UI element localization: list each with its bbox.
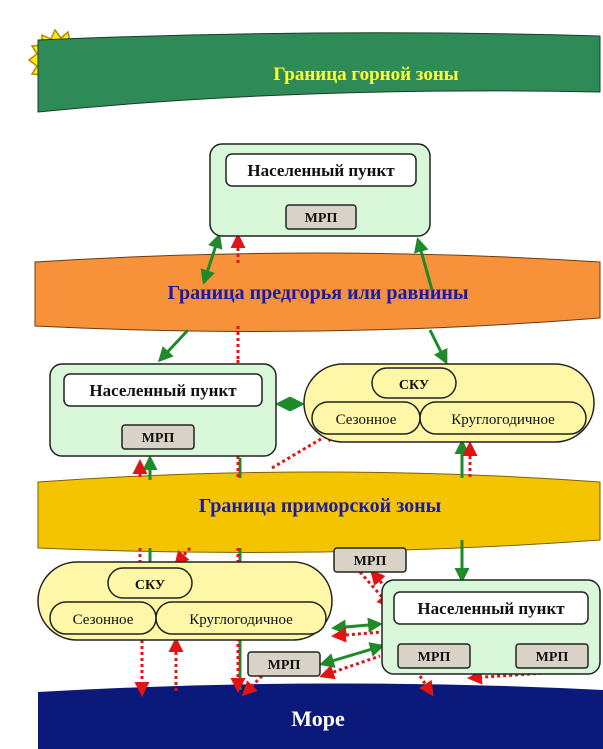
mrp-badge bbox=[397, 643, 471, 669]
sea-label: Море bbox=[291, 706, 345, 731]
coastal-band bbox=[37, 471, 601, 553]
green-arrow bbox=[200, 233, 223, 285]
green-arrow bbox=[319, 642, 385, 668]
red-arrow bbox=[331, 627, 383, 643]
green-arrow bbox=[414, 237, 434, 291]
green-arrow bbox=[331, 617, 383, 635]
mrp-label: МРП bbox=[536, 650, 569, 665]
red-arrow bbox=[319, 654, 381, 680]
sku-year-round: Круглогодичное bbox=[451, 412, 555, 428]
mountain-zone-label: Граница горной зоны bbox=[273, 64, 458, 85]
green-arrow bbox=[428, 329, 448, 365]
foothill-band bbox=[34, 252, 601, 332]
mrp-label: МРП bbox=[418, 650, 451, 665]
mrp-floating-top: МРП bbox=[333, 547, 407, 573]
green-arrow bbox=[157, 328, 190, 363]
sku-seasonal: Сезонное bbox=[73, 612, 134, 628]
mrp-label: МРП bbox=[354, 554, 387, 569]
mrp-badge bbox=[515, 643, 589, 669]
mountain-zone-band bbox=[37, 32, 601, 113]
sku-title: СКУ bbox=[135, 578, 165, 593]
mrp-badge bbox=[121, 424, 195, 450]
settlement-title: Населенный пункт bbox=[89, 381, 237, 400]
settlement-top: Населенный пункт МРП bbox=[209, 143, 431, 237]
sea-band bbox=[38, 683, 603, 749]
sku-year-round: Круглогодичное bbox=[189, 612, 293, 628]
mrp-label: МРП bbox=[268, 658, 301, 673]
sku-bottom-left: СКУ Сезонное Круглогодичное bbox=[37, 561, 333, 641]
settlement-middle-left: Населенный пункт МРП bbox=[49, 363, 277, 457]
mrp-label: МРП bbox=[305, 211, 338, 226]
sku-middle-right: СКУ Сезонное Круглогодичное bbox=[303, 363, 595, 443]
settlement-title: Населенный пункт bbox=[247, 161, 395, 180]
sku-seasonal: Сезонное bbox=[336, 412, 397, 428]
mrp-badge bbox=[285, 204, 357, 230]
settlement-bottom-right: Населенный пункт МРП МРП bbox=[381, 579, 601, 675]
foothill-band-label: Граница предгорья или равнины bbox=[167, 282, 468, 304]
red-arrow bbox=[241, 674, 264, 697]
sku-title: СКУ bbox=[399, 378, 429, 393]
mrp-label: МРП bbox=[142, 431, 175, 446]
settlement-title: Населенный пункт bbox=[417, 599, 565, 618]
mrp-floating-bottom: МРП bbox=[247, 651, 321, 677]
red-arrow bbox=[418, 675, 434, 697]
coastal-band-label: Граница приморской зоны bbox=[199, 495, 442, 517]
